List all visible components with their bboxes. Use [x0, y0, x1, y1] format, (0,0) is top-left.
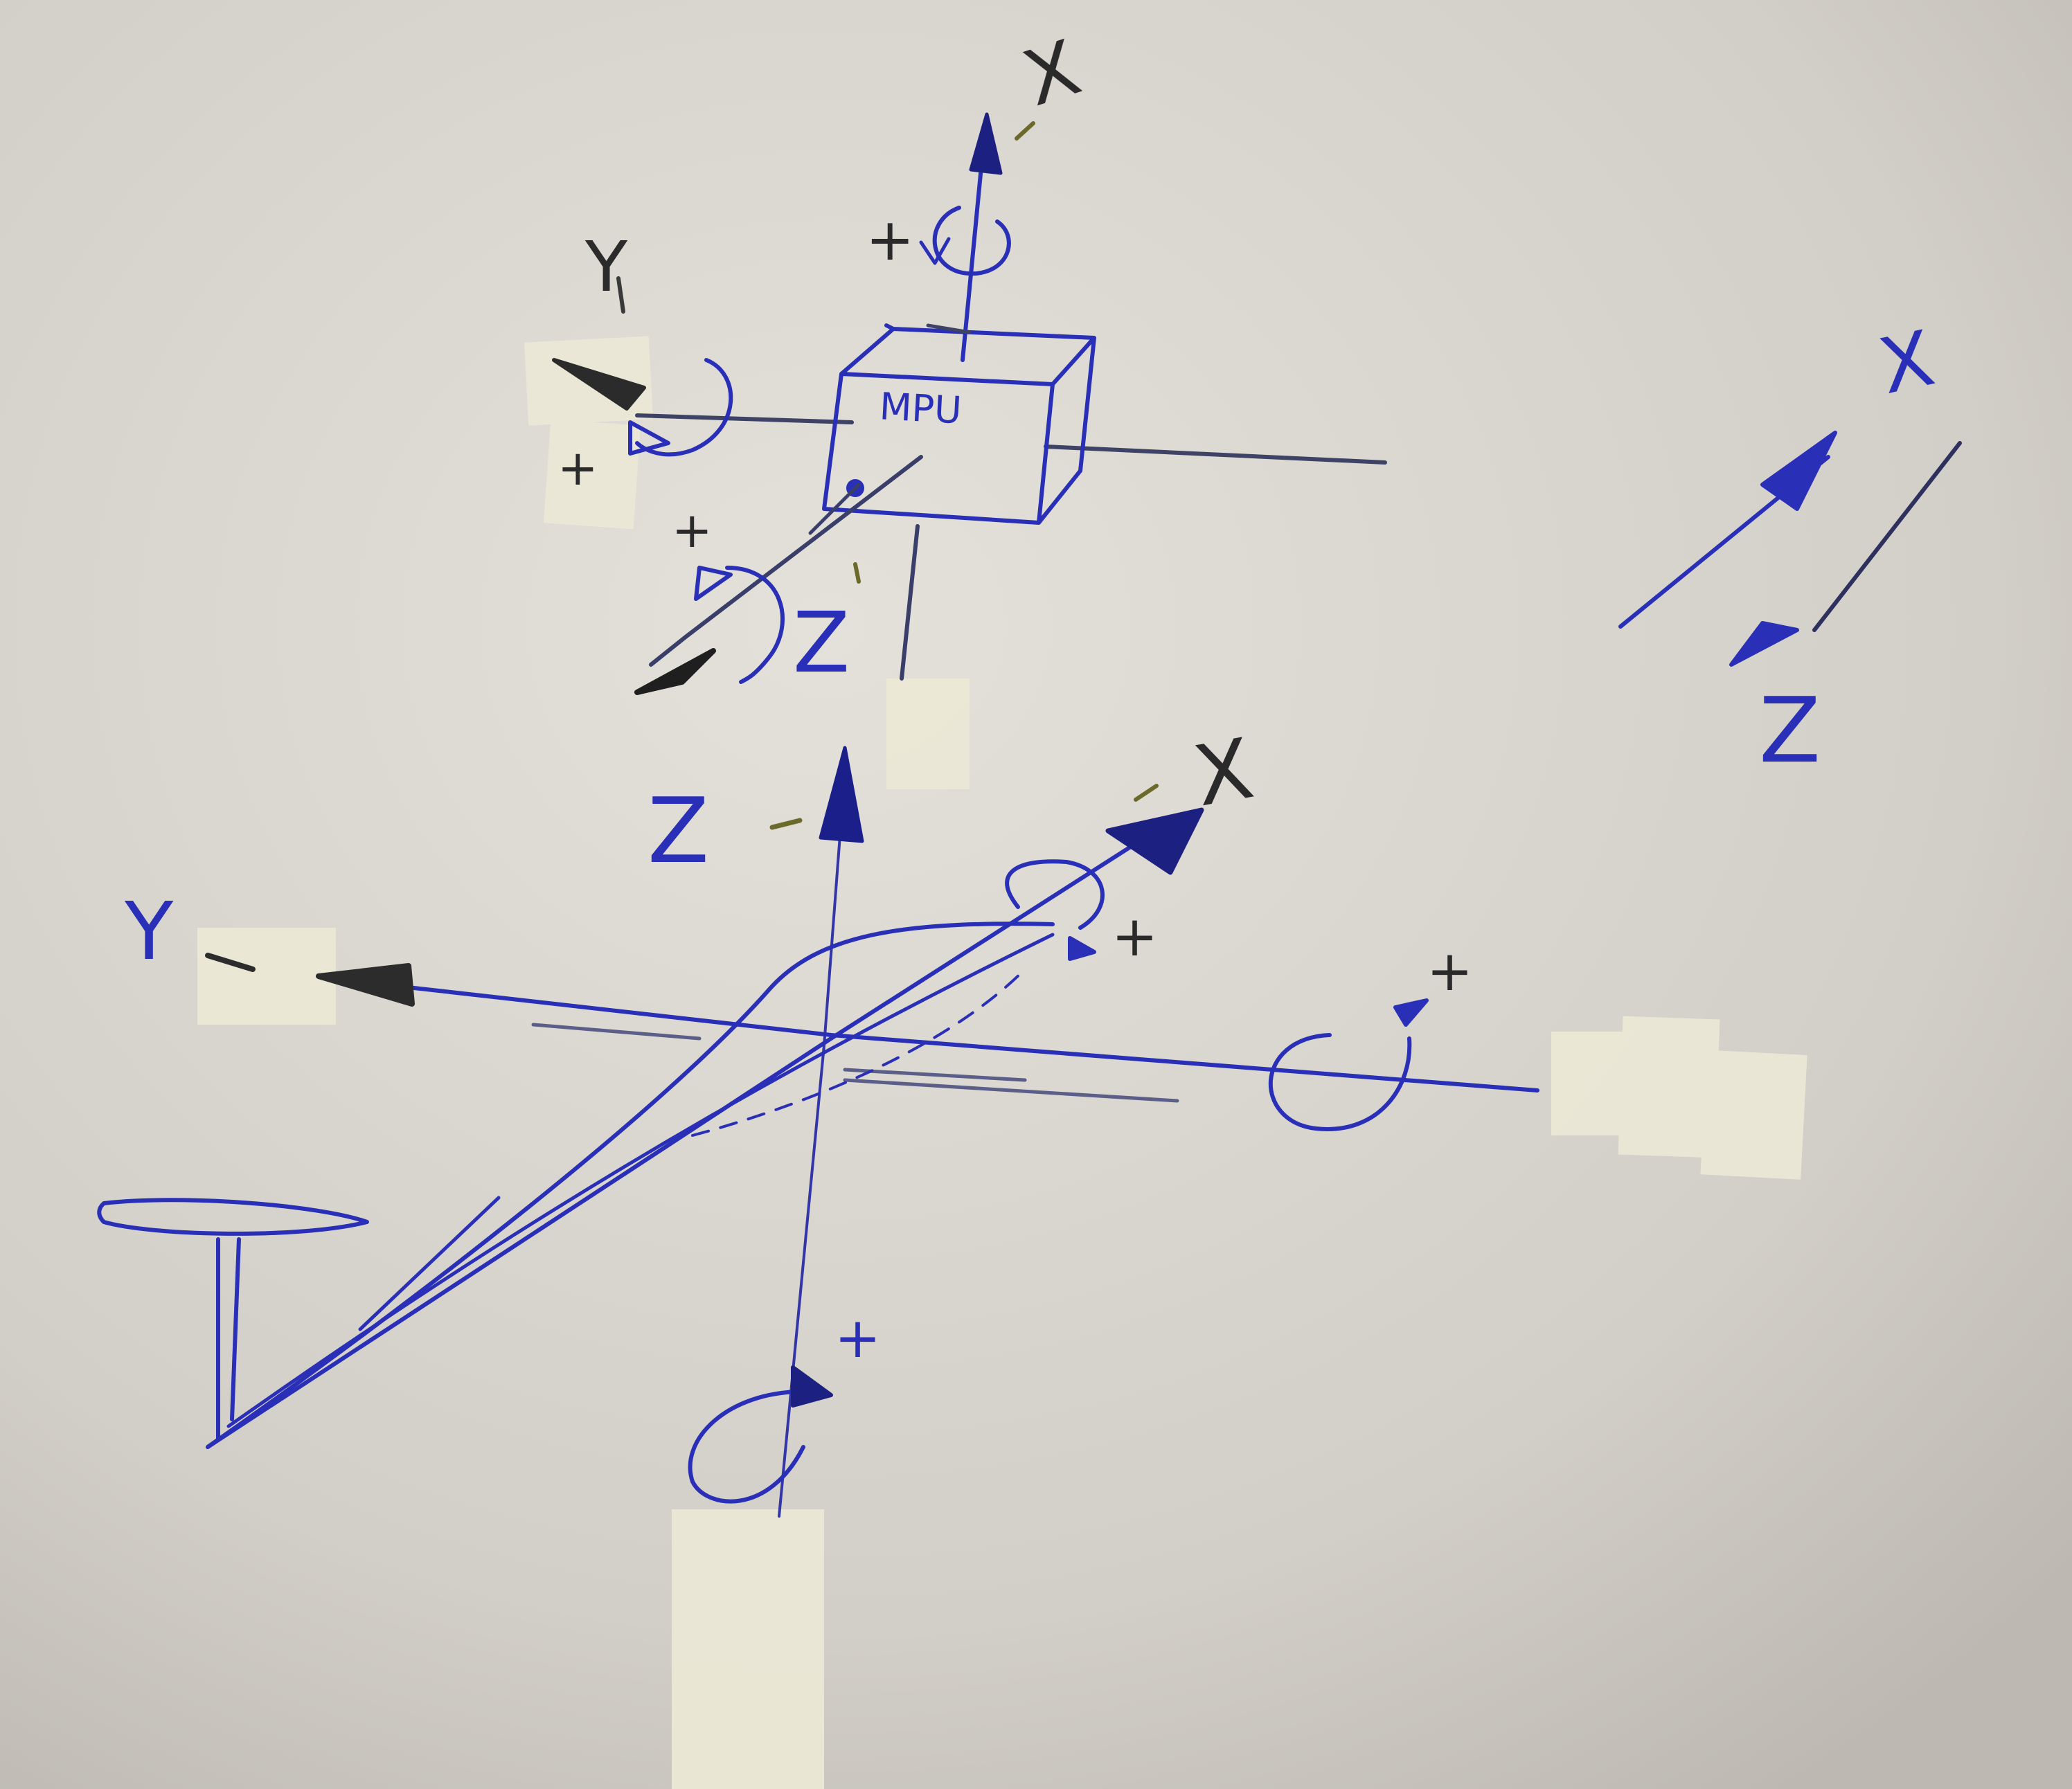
mpu-x-rotation-head	[919, 237, 951, 265]
mpu-sensor-frame	[552, 112, 1387, 695]
mpu-y-rotation-head	[628, 420, 670, 456]
world-y-axis-line	[400, 985, 1539, 1093]
mpu-x-plus: +	[866, 206, 914, 273]
mpu-z-rotation-head	[694, 566, 733, 601]
world-y-arrowhead	[316, 963, 415, 1007]
world-x-rotation-head	[1068, 936, 1096, 961]
world-z-tick	[769, 818, 803, 830]
mpu-axis-y-label: Y	[584, 226, 628, 307]
world-lever-dashed	[691, 968, 1026, 1137]
tape-strips	[197, 336, 1807, 1789]
world-frame	[97, 746, 1539, 1518]
mpu-x-axis-line	[961, 143, 985, 362]
side-axes	[1618, 431, 1962, 667]
world-x-plus: +	[1111, 904, 1158, 969]
mpu-y-tick	[616, 276, 625, 314]
mpu-z-rotation-arrow	[725, 566, 785, 684]
world-stand-top	[97, 1198, 369, 1236]
tape-strip	[672, 1509, 824, 1789]
tape-strip	[1618, 1016, 1720, 1158]
mpu-y-arrowhead	[552, 358, 646, 411]
world-axis-shadow	[531, 1023, 1179, 1103]
mpu-x-arrowhead	[969, 112, 1003, 175]
tape-strip	[197, 928, 336, 1025]
side-z-axis-line	[1812, 441, 1962, 632]
mpu-label: MPU	[878, 384, 963, 432]
world-stand-post	[216, 1237, 241, 1442]
world-z-plus: +	[834, 1306, 881, 1370]
side-axis-z-label: Z	[1759, 678, 1821, 783]
mpu-z-plus: +	[672, 502, 713, 559]
world-y-rotation-head	[1393, 998, 1429, 1027]
world-y-rotation-arrow	[1269, 1033, 1412, 1131]
world-y-plus: +	[1427, 939, 1473, 1003]
mpu-x-rotation-arrow	[932, 206, 1011, 276]
mpu-axis-z-label: Z	[793, 595, 850, 692]
mpu-x-tick	[1015, 121, 1035, 141]
world-z-rotation-arrow	[688, 1390, 805, 1504]
mpu-z-tick	[853, 562, 861, 584]
world-lever-lower	[226, 933, 1055, 1428]
side-z-arrowhead	[1729, 621, 1799, 667]
world-z-rotation-head	[791, 1365, 833, 1408]
mpu-y-rotation-arrow	[635, 358, 733, 457]
side-x-arrowhead	[1760, 431, 1837, 511]
world-x-axis-line	[206, 815, 1179, 1449]
mpu-x-axis-ext	[926, 323, 972, 334]
mpu-stem-line	[900, 524, 920, 681]
mpu-z-axis-line-2	[808, 483, 861, 535]
world-x-rotation-arrow	[1005, 859, 1105, 930]
mpu-y-axis-line	[635, 413, 1387, 465]
world-y-tick	[205, 953, 256, 972]
mpu-y-plus: +	[557, 440, 598, 496]
world-z-arrowhead	[819, 746, 864, 843]
world-x-tick	[1134, 784, 1159, 802]
mpu-z-axis-line	[649, 455, 923, 667]
world-x-arrowhead	[1105, 807, 1204, 875]
world-axis-z-label: Z	[648, 778, 709, 883]
world-lever-side	[358, 1196, 501, 1331]
tape-strip	[886, 678, 970, 789]
mpu-box	[822, 323, 1096, 525]
world-axis-y-label: Y	[124, 885, 174, 978]
tape-strip	[543, 419, 641, 530]
tape-strip	[1700, 1050, 1807, 1180]
mpu-z-arrowhead	[634, 648, 716, 695]
